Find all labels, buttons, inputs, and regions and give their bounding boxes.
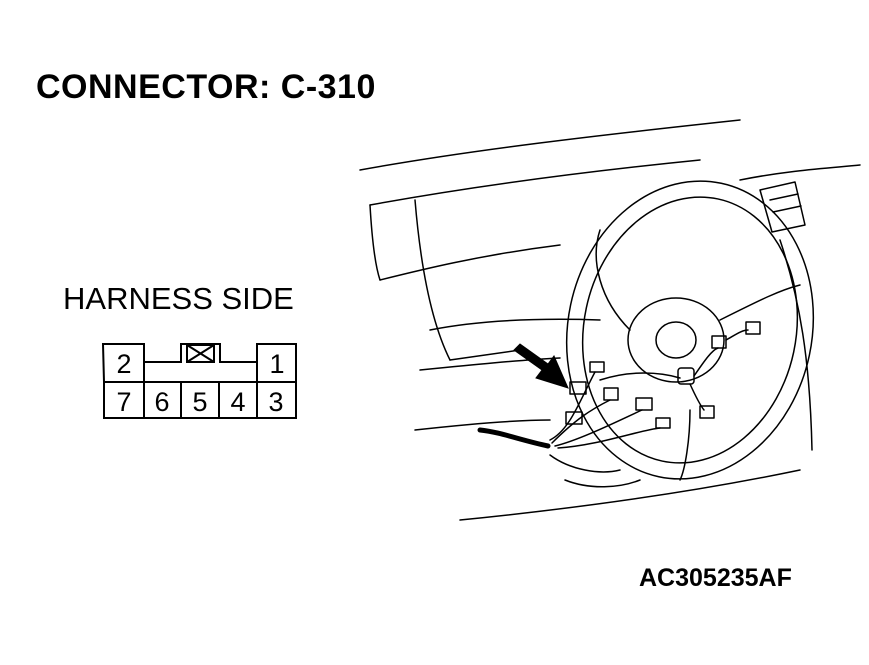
dashboard-illustration [359, 119, 861, 521]
dash-line [359, 119, 741, 171]
dash-line [369, 204, 381, 281]
vent [759, 181, 806, 233]
steering-wheel-rim-inner [581, 196, 799, 464]
main-harness-lead [477, 427, 551, 449]
wire [689, 383, 705, 411]
steering-spoke [595, 229, 631, 331]
clock-spring [627, 297, 725, 383]
connector-title: CONNECTOR: C-310 [36, 68, 376, 106]
column-cover [564, 479, 641, 488]
steering-wheel-rim [565, 180, 815, 480]
dash-line [429, 318, 601, 331]
clock-spring-center [655, 321, 697, 359]
harness-connector [589, 361, 605, 373]
dash-line [379, 244, 561, 281]
harness-connector [635, 397, 653, 411]
steering-spoke [679, 409, 691, 481]
pin-label: 3 [268, 387, 283, 417]
harness-side-label: HARNESS SIDE [63, 281, 294, 316]
column-line [414, 419, 551, 431]
pin-label: 6 [154, 387, 169, 417]
harness-connector [655, 417, 671, 429]
pin-label: 7 [116, 387, 131, 417]
column-line [419, 357, 561, 371]
lock-tab-cross [186, 344, 215, 363]
dash-line [449, 349, 521, 361]
pin-label: 1 [269, 349, 284, 379]
vent-slat [772, 205, 802, 213]
figure-code: AC305235AF [639, 564, 792, 592]
wire [725, 329, 749, 341]
pin-label: 4 [230, 387, 245, 417]
harness-connector [569, 381, 587, 395]
pointer-arrow [513, 343, 569, 389]
dash-line [369, 159, 701, 206]
steering-spoke [719, 284, 801, 321]
harness-connector [603, 387, 619, 401]
connector-face [101, 343, 297, 419]
wire [551, 399, 611, 444]
column-cover [549, 454, 621, 473]
pin-label: 2 [116, 349, 131, 379]
wire [693, 347, 719, 377]
connector-pins: 2 1 7 6 5 4 3 [116, 349, 284, 417]
dash-line [414, 199, 451, 361]
wire [554, 409, 643, 447]
wire [599, 372, 681, 381]
wire [557, 427, 661, 449]
dash-line [739, 164, 861, 181]
harness-connector [711, 335, 727, 349]
vent-slat [769, 193, 799, 201]
dash-line [459, 469, 801, 521]
pin-label: 5 [192, 387, 207, 417]
connector-lock-tab [186, 344, 215, 363]
harness-connector [699, 405, 715, 419]
harness-connector [745, 321, 761, 335]
wire [549, 371, 596, 441]
